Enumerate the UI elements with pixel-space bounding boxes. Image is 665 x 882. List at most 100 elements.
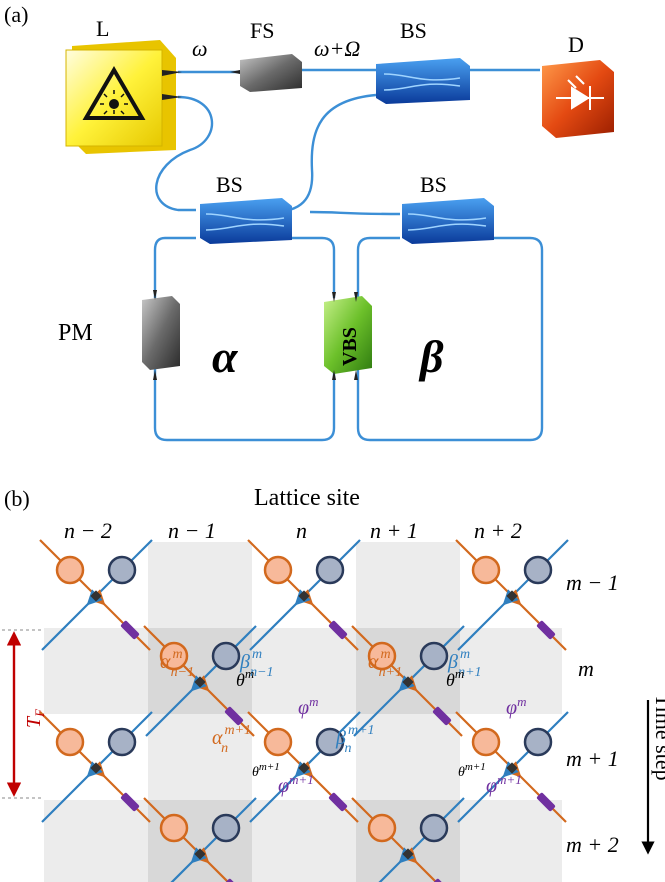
fiber-network — [153, 68, 544, 442]
photodiode-icon — [556, 75, 604, 110]
phase-marker — [432, 706, 452, 726]
lattice-cell — [148, 542, 252, 628]
alpha-node — [159, 813, 189, 843]
alpha-node — [263, 555, 293, 585]
lattice-cell — [252, 800, 356, 882]
period-label: TF — [23, 708, 47, 728]
beta-node — [523, 555, 553, 585]
lattice-cell — [148, 800, 252, 882]
lattice-cell — [356, 800, 460, 882]
pm-label: PM — [58, 320, 93, 346]
coupler-marker — [506, 590, 518, 602]
beta-node — [211, 641, 241, 671]
coupler-marker — [298, 590, 310, 602]
label-theta-m-plus-1-right: θm+1 — [458, 761, 486, 780]
coupler-marker — [402, 676, 414, 688]
beta-node — [315, 727, 345, 757]
row-label-m-minus-1: m − 1 — [566, 570, 619, 595]
column-label-n: n — [296, 518, 307, 543]
lattice-shading — [44, 542, 562, 882]
laser-label: L — [96, 16, 109, 41]
detector-label: D — [568, 32, 584, 57]
fiber-beta-left-top — [356, 236, 400, 298]
phase-modulator: PM — [58, 290, 180, 380]
fiber-laser-bs-left — [155, 95, 214, 212]
phase-marker — [224, 706, 244, 726]
lattice-cell — [44, 800, 148, 882]
phase-marker — [328, 792, 348, 812]
beta-node — [107, 555, 137, 585]
label-theta-m-plus-1-left: θm+1 — [252, 761, 280, 780]
column-label-n-plus-2: n + 2 — [474, 518, 522, 543]
label-phi-m-plus-1-left: φm+1 — [278, 772, 314, 797]
phase-marker — [536, 620, 556, 640]
period-indicator: TF — [2, 629, 47, 799]
laser-source: L — [65, 16, 182, 154]
fiber-bs-top-to-bs-left — [271, 93, 377, 214]
phase-marker — [536, 792, 556, 812]
alpha-node — [367, 813, 397, 843]
lattice-cell — [356, 542, 460, 628]
freq-out-label: ω+Ω — [314, 36, 360, 61]
freq-in-label: ω — [192, 36, 208, 61]
bs-left-label: BS — [216, 172, 243, 197]
lattice-cell — [148, 628, 252, 714]
phase-marker — [120, 620, 140, 640]
coupler-marker — [298, 762, 310, 774]
column-label-n-minus-2: n − 2 — [64, 518, 112, 543]
phase-marker — [120, 792, 140, 812]
detector: D — [542, 32, 614, 138]
beam-splitter-top: BS — [376, 18, 470, 104]
alpha-node — [159, 641, 189, 671]
label-phi-m-right: φm — [506, 694, 526, 719]
lattice-nodes — [55, 555, 553, 843]
fs-label: FS — [250, 18, 274, 43]
panel-a: (a) — [4, 2, 614, 442]
column-label-n-plus-1: n + 1 — [370, 518, 418, 543]
label-phi-m-left: φm — [298, 694, 318, 719]
label-phi-m-plus-1-right: φm+1 — [486, 772, 522, 797]
beta-node — [523, 727, 553, 757]
lattice-cell — [356, 628, 460, 714]
y-axis-title: Time step — [651, 694, 665, 781]
vbs-label: VBS — [339, 327, 361, 366]
fiber-bs-left-bs-right — [309, 210, 401, 216]
coupler-marker — [194, 676, 206, 688]
bs-top-label: BS — [400, 18, 427, 43]
lattice-cell — [44, 628, 148, 714]
coupler-marker — [402, 848, 414, 860]
phase-marker — [328, 620, 348, 640]
panel-b-label: (b) — [4, 486, 30, 511]
alpha-node — [471, 727, 501, 757]
fiber-alpha-left-top — [153, 236, 196, 298]
column-label-n-minus-1: n − 1 — [168, 518, 216, 543]
alpha-node — [55, 555, 85, 585]
panel-b: (b) Lattice site n − 2 n − 1 n n + 1 n +… — [2, 485, 665, 882]
laser-warning-icon — [82, 66, 146, 120]
beam-splitter-right: BS — [402, 172, 494, 244]
panel-a-label: (a) — [4, 2, 28, 27]
column-labels: n − 2 n − 1 n n + 1 n + 2 — [64, 518, 522, 543]
beam-splitter-left: BS — [200, 172, 292, 244]
row-label-m-plus-2: m + 2 — [566, 832, 619, 857]
beta-node — [419, 813, 449, 843]
beta-node — [419, 641, 449, 671]
lattice-cell — [148, 714, 252, 800]
coupler-marker — [506, 762, 518, 774]
x-axis-title: Lattice site — [254, 485, 360, 511]
alpha-node — [471, 555, 501, 585]
variable-beam-splitter: VBS — [324, 292, 372, 380]
fiber-alpha-right-top — [290, 236, 336, 298]
label-theta-m-right: θm — [446, 666, 464, 690]
alpha-node — [263, 727, 293, 757]
row-labels: m − 1 m m + 1 m + 2 — [566, 570, 619, 857]
beta-loop-label: β — [418, 331, 444, 382]
fiber-alpha-bottom — [153, 362, 336, 442]
coupler-marker — [194, 848, 206, 860]
alpha-node — [55, 727, 85, 757]
bs-right-label: BS — [420, 172, 447, 197]
